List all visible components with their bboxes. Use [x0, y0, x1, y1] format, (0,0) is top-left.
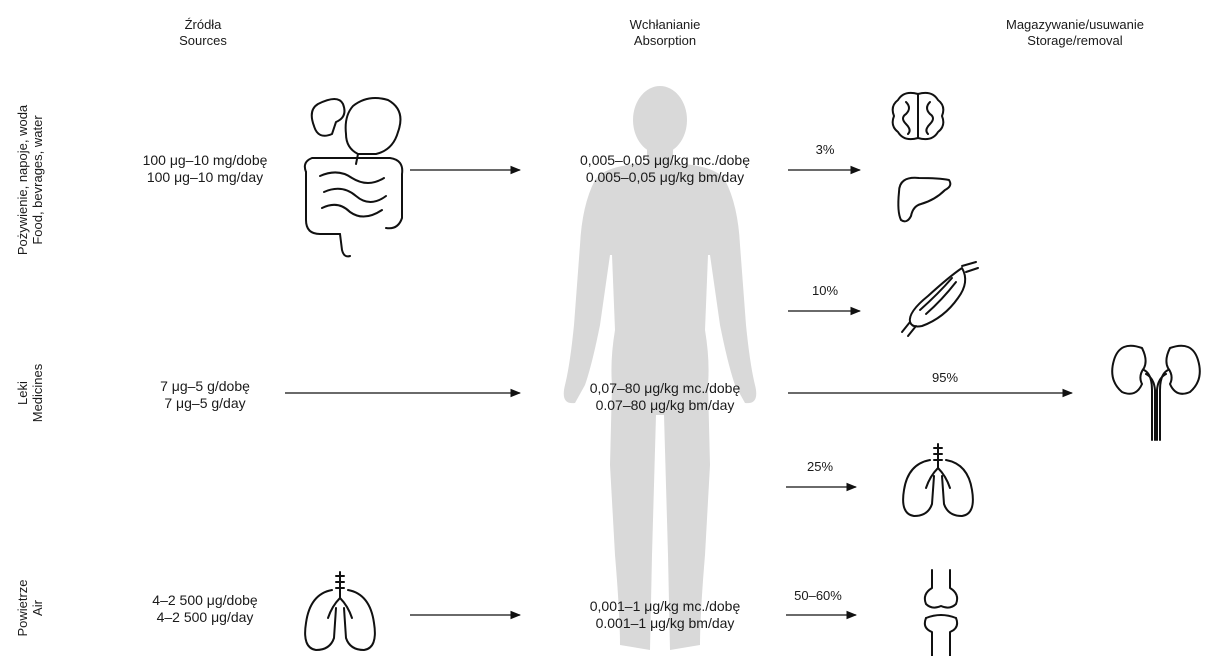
muscle-icon	[900, 262, 980, 338]
bone-joint-icon	[918, 568, 964, 656]
pct-kidney: 95%	[915, 370, 975, 386]
lungs-icon	[298, 568, 383, 656]
pct-bone: 50–60%	[778, 588, 858, 604]
lungs-storage-icon	[896, 440, 981, 520]
kidneys-icon	[1108, 340, 1204, 444]
intestine-icon	[298, 92, 408, 260]
pct-brain-liver: 3%	[800, 142, 850, 158]
pct-lungs: 25%	[790, 459, 850, 475]
liver-icon	[895, 172, 955, 228]
pct-muscle: 10%	[795, 283, 855, 299]
brain-icon	[890, 90, 946, 142]
